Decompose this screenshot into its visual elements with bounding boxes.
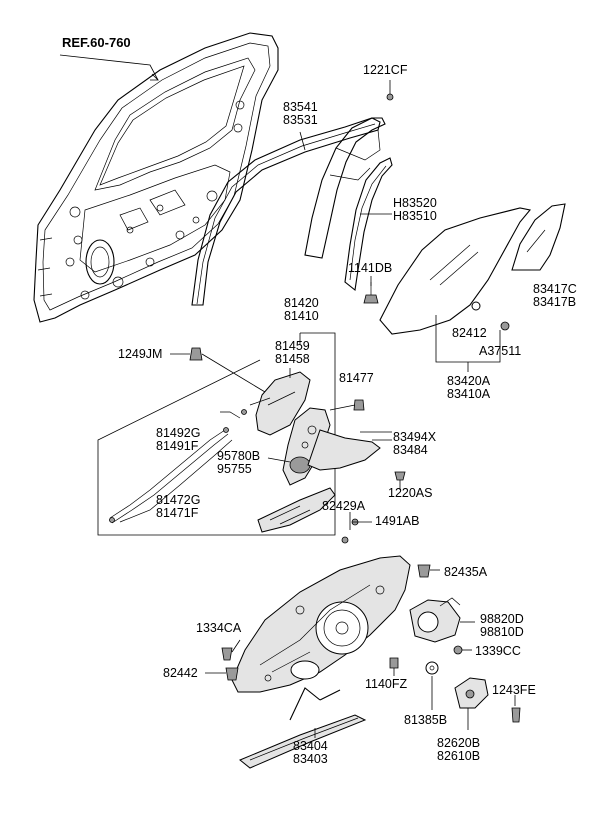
part-number: 81472G: [156, 493, 201, 507]
part-number: 81459: [275, 339, 310, 353]
part-label-83541-83531: 83541 83531: [283, 101, 318, 127]
part-label-1339cc: 1339CC: [475, 644, 521, 658]
part-number: 83417C: [533, 282, 577, 296]
window-regulator: [231, 555, 411, 693]
part-number: 83494X: [393, 430, 437, 444]
part-label-1491ab: 1491AB: [375, 514, 420, 528]
quarter-glass: [511, 203, 566, 271]
window-sash-upper: [304, 117, 386, 259]
part-label-1140fz: 1140FZ: [365, 677, 408, 691]
hinge: [454, 677, 489, 709]
clip-82435a: [417, 564, 431, 578]
part-number: 83420A: [447, 374, 491, 388]
part-number: 98810D: [480, 625, 524, 639]
part-label-98820d-98810d: 98820D 98810D: [480, 613, 524, 639]
door-panel: [33, 32, 279, 323]
part-number: 83531: [283, 113, 318, 127]
part-label-a37511: A37511: [479, 344, 522, 358]
glass-clips: [471, 301, 510, 331]
bolt-81477: [353, 399, 365, 411]
part-label-83417c-83417b: 83417C 83417B: [533, 283, 577, 309]
clip-1220as: [394, 471, 406, 481]
part-number: 83484: [393, 443, 428, 457]
part-label-82435a: 82435A: [444, 565, 488, 579]
part-number: 83410A: [447, 387, 491, 401]
part-label-83494x-83484: 83494X 83484: [393, 431, 436, 457]
part-number: H83520: [393, 196, 437, 210]
part-label-1334ca: 1334CA: [196, 621, 242, 635]
part-label-95780b-95755: 95780B 95755: [217, 450, 260, 476]
ref-label: REF.60-760: [62, 35, 131, 50]
part-label-1221cf: 1221CF: [363, 63, 408, 77]
part-number: 81491F: [156, 439, 199, 453]
part-number: 82610B: [437, 749, 481, 763]
part-label-1141db: 1141DB: [348, 261, 393, 275]
screw-1249jm: [189, 347, 203, 361]
division-channel: [344, 157, 393, 292]
bolt-1140fz: [389, 657, 399, 669]
part-label-81492g-81491f: 81492G 81491F: [156, 427, 200, 453]
part-label-81477: 81477: [339, 371, 374, 385]
part-label-83404-83403: 83404 83403: [293, 740, 328, 766]
part-label-82442: 82442: [163, 666, 198, 680]
part-number: 95780B: [217, 449, 261, 463]
part-number: 98820D: [480, 612, 524, 626]
window-channel-rear: [191, 117, 381, 306]
door-cables: [109, 397, 271, 524]
door-glass: [379, 207, 532, 335]
part-label-82620b-82610b: 82620B 82610B: [437, 737, 480, 763]
part-label-83420a-83410a: 83420A 83410A: [447, 375, 490, 401]
clip-82442: [225, 667, 239, 681]
part-number: 82620B: [437, 736, 481, 750]
part-label-81459-81458: 81459 81458: [275, 340, 310, 366]
part-label-82412: 82412: [452, 326, 487, 340]
outer-weatherstrip: [307, 429, 381, 471]
part-number: 81471F: [156, 506, 199, 520]
bolt-1243fe: [511, 707, 521, 723]
part-label-81420-81410: 81420 81410: [284, 297, 319, 323]
lower-rail: [239, 687, 367, 769]
part-label-1249jm: 1249JM: [118, 347, 163, 361]
part-number: 83404: [293, 739, 328, 753]
clip-1334ca: [221, 647, 233, 661]
regulator-motor: [409, 597, 461, 643]
part-number: 81492G: [156, 426, 201, 440]
part-label-82429a: 82429A: [322, 499, 366, 513]
part-label-h83520-h83510: H83520 H83510: [393, 197, 437, 223]
part-number: 81458: [275, 352, 310, 366]
part-number: 81420: [284, 296, 319, 310]
part-number: 83417B: [533, 295, 577, 309]
part-number: 83541: [283, 100, 318, 114]
part-label-81385b: 81385B: [404, 713, 448, 727]
part-label-81472g-81471f: 81472G 81471F: [156, 494, 200, 520]
part-label-1243fe: 1243FE: [492, 683, 536, 697]
part-label-1220as: 1220AS: [388, 486, 433, 500]
bolt-1141db: [363, 282, 379, 304]
handle-bracket: [257, 487, 336, 533]
latch-cover: [255, 371, 311, 436]
part-number: 83403: [293, 752, 328, 766]
part-number: H83510: [393, 209, 437, 223]
part-number: 95755: [217, 462, 252, 476]
part-number: 81410: [284, 309, 319, 323]
